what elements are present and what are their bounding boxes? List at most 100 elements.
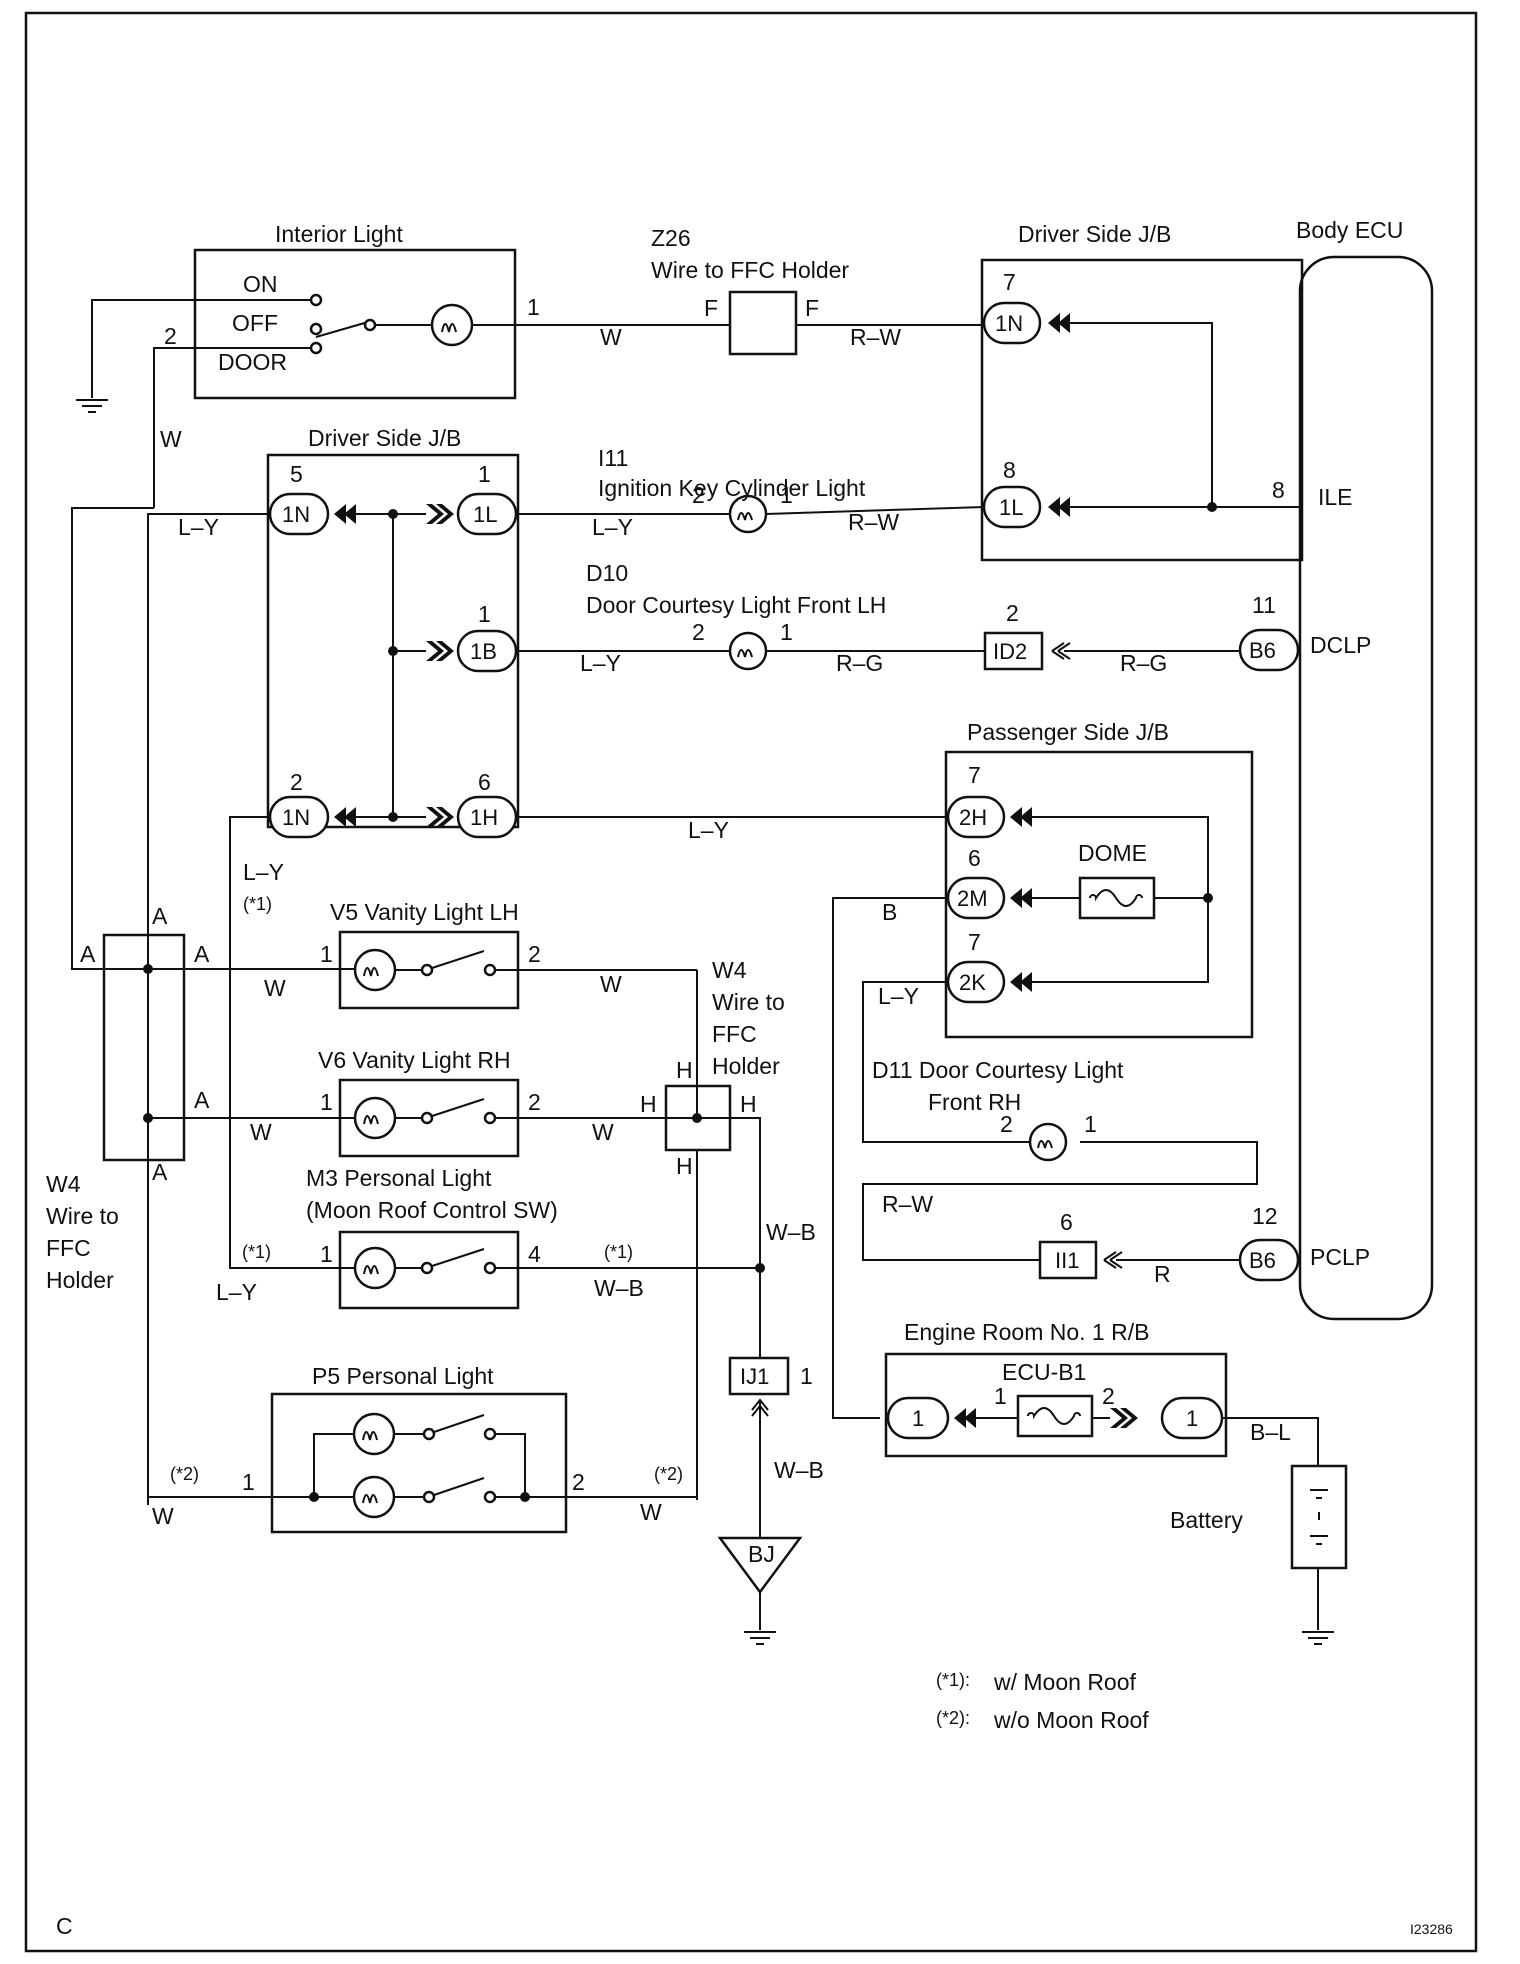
wire-color-label: W–B [594, 1275, 644, 1301]
legend-value: w/ Moon Roof [993, 1669, 1137, 1695]
ground-label: BJ [748, 1541, 775, 1567]
pin-label: F [704, 295, 718, 321]
connector-label: 1B [470, 639, 497, 664]
pin-label: 1 [320, 941, 333, 967]
switch-icon [433, 1414, 485, 1433]
bulb-icon [430, 303, 474, 347]
component-title: Driver Side J/B [1018, 221, 1171, 247]
component-name: M3 Personal Light [306, 1165, 492, 1191]
wire-color-label: W [640, 1499, 662, 1525]
connector-label: IJ1 [740, 1364, 769, 1389]
arrow-icon [1110, 1408, 1138, 1428]
pin-label: 1 [478, 461, 491, 487]
wire-color-label: L–Y [592, 514, 633, 540]
bulb-icon [352, 1475, 396, 1519]
arrow-icon [426, 641, 454, 661]
pin-label: 1 [527, 294, 540, 320]
note-label: (*2) [170, 1464, 199, 1484]
driver-side-jb-left: Driver Side J/B 5 1N 1 1L 1 1B 2 1N 6 1H [266, 425, 520, 839]
pin-label: H [640, 1091, 657, 1117]
connector-IJ1 [728, 1356, 790, 1396]
legend: (*1): w/ Moon Roof (*2): w/o Moon Roof [936, 1669, 1149, 1733]
connector-label: B6 [1249, 638, 1276, 663]
note-label: (*1) [243, 894, 272, 914]
bulb-icon [353, 948, 397, 992]
component-name: W4 [712, 957, 747, 983]
component-name: Holder [712, 1053, 780, 1079]
arrow-icon [1103, 1251, 1123, 1269]
battery-label: Battery [1170, 1507, 1243, 1533]
wire-color-label: L–Y [216, 1279, 257, 1305]
pin-label: 2 [1006, 600, 1019, 626]
pin-label: 2 [528, 941, 541, 967]
body-ecu: Body ECU 8 ILE DCLP PCLP [1272, 217, 1434, 1321]
engine-room-rb: Engine Room No. 1 R/B ECU-B1 1 1 2 1 [884, 1319, 1228, 1458]
pin-label: 5 [290, 461, 303, 487]
pin-label: 1 [242, 1469, 255, 1495]
connector-label: 1L [473, 502, 497, 527]
pin-label: 1 [478, 601, 491, 627]
fuse-icon [1016, 1394, 1094, 1438]
legend-key: (*1): [936, 1670, 970, 1690]
pin-label: 7 [968, 929, 981, 955]
component-title: Body ECU [1296, 217, 1403, 243]
arrow-icon [954, 1408, 976, 1428]
pin-label: 1 [994, 1383, 1007, 1409]
pin-label: F [805, 295, 819, 321]
arrow-icon [334, 504, 356, 524]
wire-color-label: W [152, 1503, 174, 1529]
ecu-terminal-pclp: PCLP [1310, 1244, 1370, 1270]
bulb-icon [1028, 1122, 1068, 1162]
component-code: I11 [598, 445, 628, 471]
connector-label: 1N [995, 311, 1023, 336]
pin-label: 2 [1102, 1383, 1115, 1409]
ecu-terminal-ile: ILE [1318, 484, 1353, 510]
component-name: Ignition Key Cylinder Light [598, 475, 866, 501]
arrow-icon [1010, 807, 1032, 827]
passenger-side-jb: Passenger Side J/B 7 2H 6 2M 7 2K DOME [944, 719, 1254, 1039]
pin-label: 1 [800, 1363, 813, 1389]
legend-key: (*2): [936, 1708, 970, 1728]
arrow-icon [1048, 313, 1070, 333]
wire-color-label: R–W [848, 509, 899, 535]
connector-label: II1 [1055, 1248, 1079, 1273]
wire-color-label: W [264, 975, 286, 1001]
pin-label: H [740, 1091, 757, 1117]
component-name: Holder [46, 1267, 114, 1293]
note-label: (*1) [604, 1242, 633, 1262]
wire-color-label: R–G [1120, 650, 1167, 676]
connector-II1 [1038, 1240, 1098, 1280]
arrow-icon [1010, 888, 1032, 908]
pin-label: A [194, 941, 210, 967]
p5-personal-light: P5 Personal Light [270, 1363, 568, 1534]
connector-B6 [1238, 1238, 1300, 1282]
pin-label: 7 [968, 762, 981, 788]
component-name: (Moon Roof Control SW) [306, 1197, 558, 1223]
fuse-label: ECU-B1 [1002, 1359, 1086, 1385]
connector-1N [982, 301, 1042, 345]
w4-ffc-holder-right: H H H H [640, 1057, 760, 1500]
switch-icon [431, 1248, 485, 1267]
wire-color-label: W–B [774, 1457, 824, 1483]
pin-label: 4 [528, 1241, 541, 1267]
interior-light-door-label: DOOR [218, 349, 287, 375]
pin-label: 1 [1084, 1111, 1097, 1137]
bulb-icon [352, 1412, 396, 1456]
component-name: V6 Vanity Light RH [318, 1047, 511, 1073]
wire-color-label: W [250, 1119, 272, 1145]
wire-color-label: R–G [836, 650, 883, 676]
component-name: FFC [46, 1235, 91, 1261]
interior-light-title: Interior Light [275, 221, 403, 247]
connector-1 [886, 1396, 950, 1440]
pin-label: 2 [1000, 1111, 1013, 1137]
note-label: (*2) [654, 1464, 683, 1484]
wire-color-label: W [600, 324, 622, 350]
interior-light: Interior Light ON OFF DOOR [193, 221, 517, 400]
pin-label: 12 [1252, 1203, 1278, 1229]
pin-label: H [676, 1153, 693, 1179]
arrow-icon [426, 504, 454, 524]
pin-label: H [676, 1057, 693, 1083]
wire-color-label: W–B [766, 1219, 816, 1245]
pin-label: 6 [1060, 1209, 1073, 1235]
diagram-id: I23286 [1410, 1921, 1453, 1937]
